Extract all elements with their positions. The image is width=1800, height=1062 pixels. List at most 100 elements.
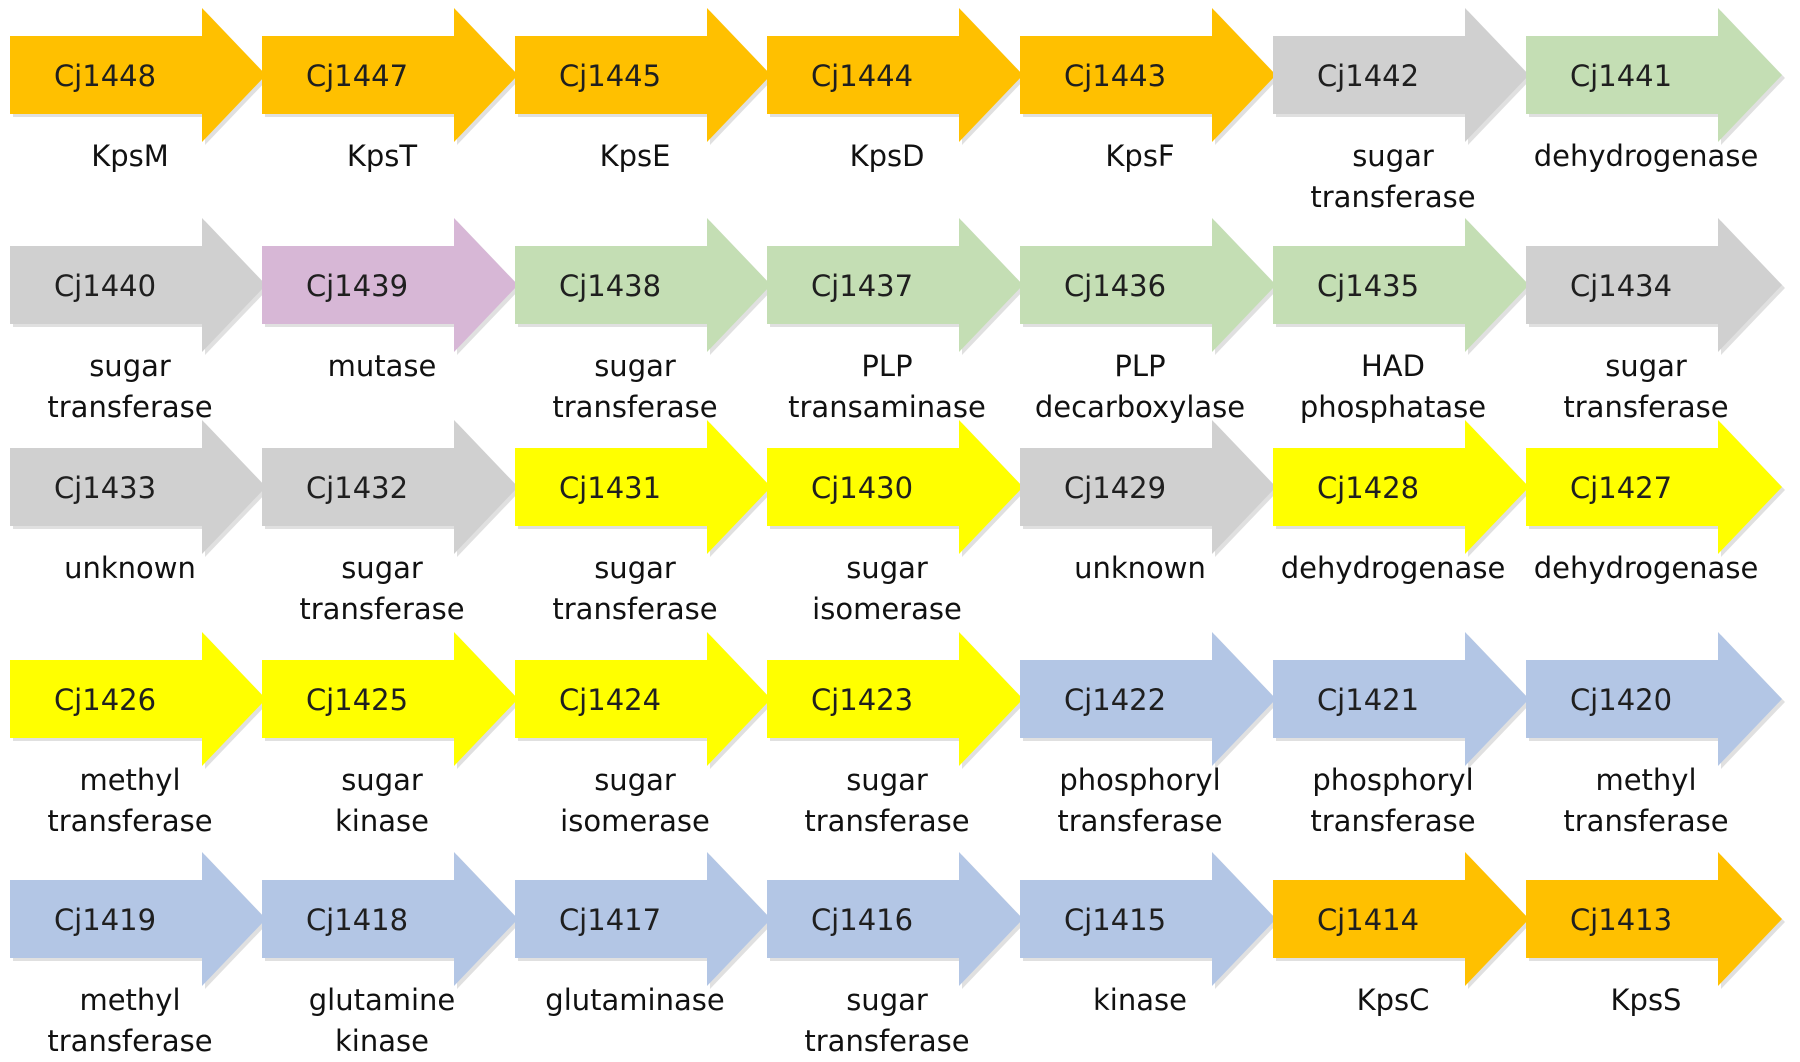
arrow-shape (515, 852, 774, 989)
arrow-shape (515, 8, 774, 145)
gene-function: sugar transferase (804, 763, 970, 838)
gene-arrow: Cj1421 (1273, 632, 1533, 769)
gene-arrow: Cj1432 (262, 420, 522, 557)
gene-id: Cj1448 (53, 59, 157, 93)
gene-function: sugar isomerase (812, 551, 962, 626)
arrow-body (767, 218, 1023, 352)
arrow-shape (1526, 8, 1785, 145)
gene-function: dehydrogenase (1280, 551, 1506, 585)
gene-cj1423: Cj1423 sugar transferase (767, 632, 1027, 838)
gene-id: Cj1433 (53, 471, 157, 505)
arrow-body (515, 8, 771, 142)
arrow-body (1020, 852, 1276, 986)
gene-arrow: Cj1414 (1273, 852, 1533, 989)
gene-id: Cj1414 (1316, 903, 1420, 937)
arrow-shape (262, 852, 521, 989)
gene-id: Cj1444 (810, 59, 914, 93)
gene-id: Cj1416 (810, 903, 914, 937)
gene-arrow: Cj1442 (1273, 8, 1533, 145)
arrow-shape (1273, 218, 1532, 355)
gene-arrow: Cj1441 (1526, 8, 1786, 145)
gene-id: Cj1435 (1316, 269, 1420, 303)
gene-id: Cj1440 (53, 269, 157, 303)
arrow-shape (767, 632, 1026, 769)
gene-id: Cj1439 (305, 269, 409, 303)
arrow-shape (515, 632, 774, 769)
arrow-body (767, 8, 1023, 142)
arrow-body (10, 218, 266, 352)
gene-function: KpsC (1356, 983, 1430, 1017)
gene-arrow: Cj1437 (767, 218, 1027, 355)
arrow-shape (1020, 218, 1279, 355)
arrow-shape (1273, 420, 1532, 557)
gene-id: Cj1432 (305, 471, 409, 505)
gene-arrow: Cj1434 (1526, 218, 1786, 355)
arrow-body (1526, 852, 1782, 986)
gene-id: Cj1441 (1569, 59, 1673, 93)
gene-function: methyl transferase (47, 763, 213, 838)
gene-id: Cj1424 (558, 683, 662, 717)
gene-id: Cj1427 (1569, 471, 1673, 505)
gene-cj1422: Cj1422 phosphoryl transferase (1020, 632, 1280, 838)
arrow-body (1526, 632, 1782, 766)
arrow-shape (10, 218, 269, 355)
gene-id: Cj1422 (1063, 683, 1167, 717)
gene-id: Cj1428 (1316, 471, 1420, 505)
arrow-shape (10, 852, 269, 989)
gene-function: sugar isomerase (560, 763, 710, 838)
gene-function: KpsD (849, 139, 925, 173)
arrow-body (1526, 218, 1782, 352)
arrow-shape (767, 852, 1026, 989)
gene-arrow: Cj1447 (262, 8, 522, 145)
gene-function: sugar transferase (1563, 349, 1729, 424)
arrow-body (1020, 632, 1276, 766)
arrow-body (1526, 420, 1782, 554)
gene-arrow: Cj1448 (10, 8, 270, 145)
gene-function: sugar transferase (47, 349, 213, 424)
arrow-body (1273, 218, 1529, 352)
gene-function: glutaminase (545, 983, 725, 1017)
gene-function: methyl transferase (47, 983, 213, 1058)
gene-function: mutase (327, 349, 437, 383)
gene-function: phosphoryl transferase (1057, 763, 1223, 838)
gene-id: Cj1423 (810, 683, 914, 717)
arrow-body (262, 420, 518, 554)
gene-cj1439: Cj1439 mutase (262, 218, 522, 418)
arrow-shape (1273, 852, 1532, 989)
gene-arrow: Cj1429 (1020, 420, 1280, 557)
arrow-shape (262, 420, 521, 557)
gene-arrow: Cj1444 (767, 8, 1027, 145)
gene-id: Cj1431 (558, 471, 662, 505)
arrow-shape (262, 632, 521, 769)
arrow-body (1273, 8, 1529, 142)
arrow-body (262, 852, 518, 986)
gene-function: KpsT (346, 139, 418, 173)
gene-arrow: Cj1424 (515, 632, 775, 769)
gene-arrow: Cj1445 (515, 8, 775, 145)
gene-cj1440: Cj1440 sugar transferase (10, 218, 270, 424)
arrow-body (262, 8, 518, 142)
gene-function: dehydrogenase (1533, 551, 1759, 585)
gene-id: Cj1413 (1569, 903, 1673, 937)
arrow-shape (1273, 632, 1532, 769)
gene-id: Cj1437 (810, 269, 914, 303)
gene-arrow: Cj1419 (10, 852, 270, 989)
gene-function: sugar transferase (552, 349, 718, 424)
gene-arrow: Cj1416 (767, 852, 1027, 989)
gene-id: Cj1429 (1063, 471, 1167, 505)
